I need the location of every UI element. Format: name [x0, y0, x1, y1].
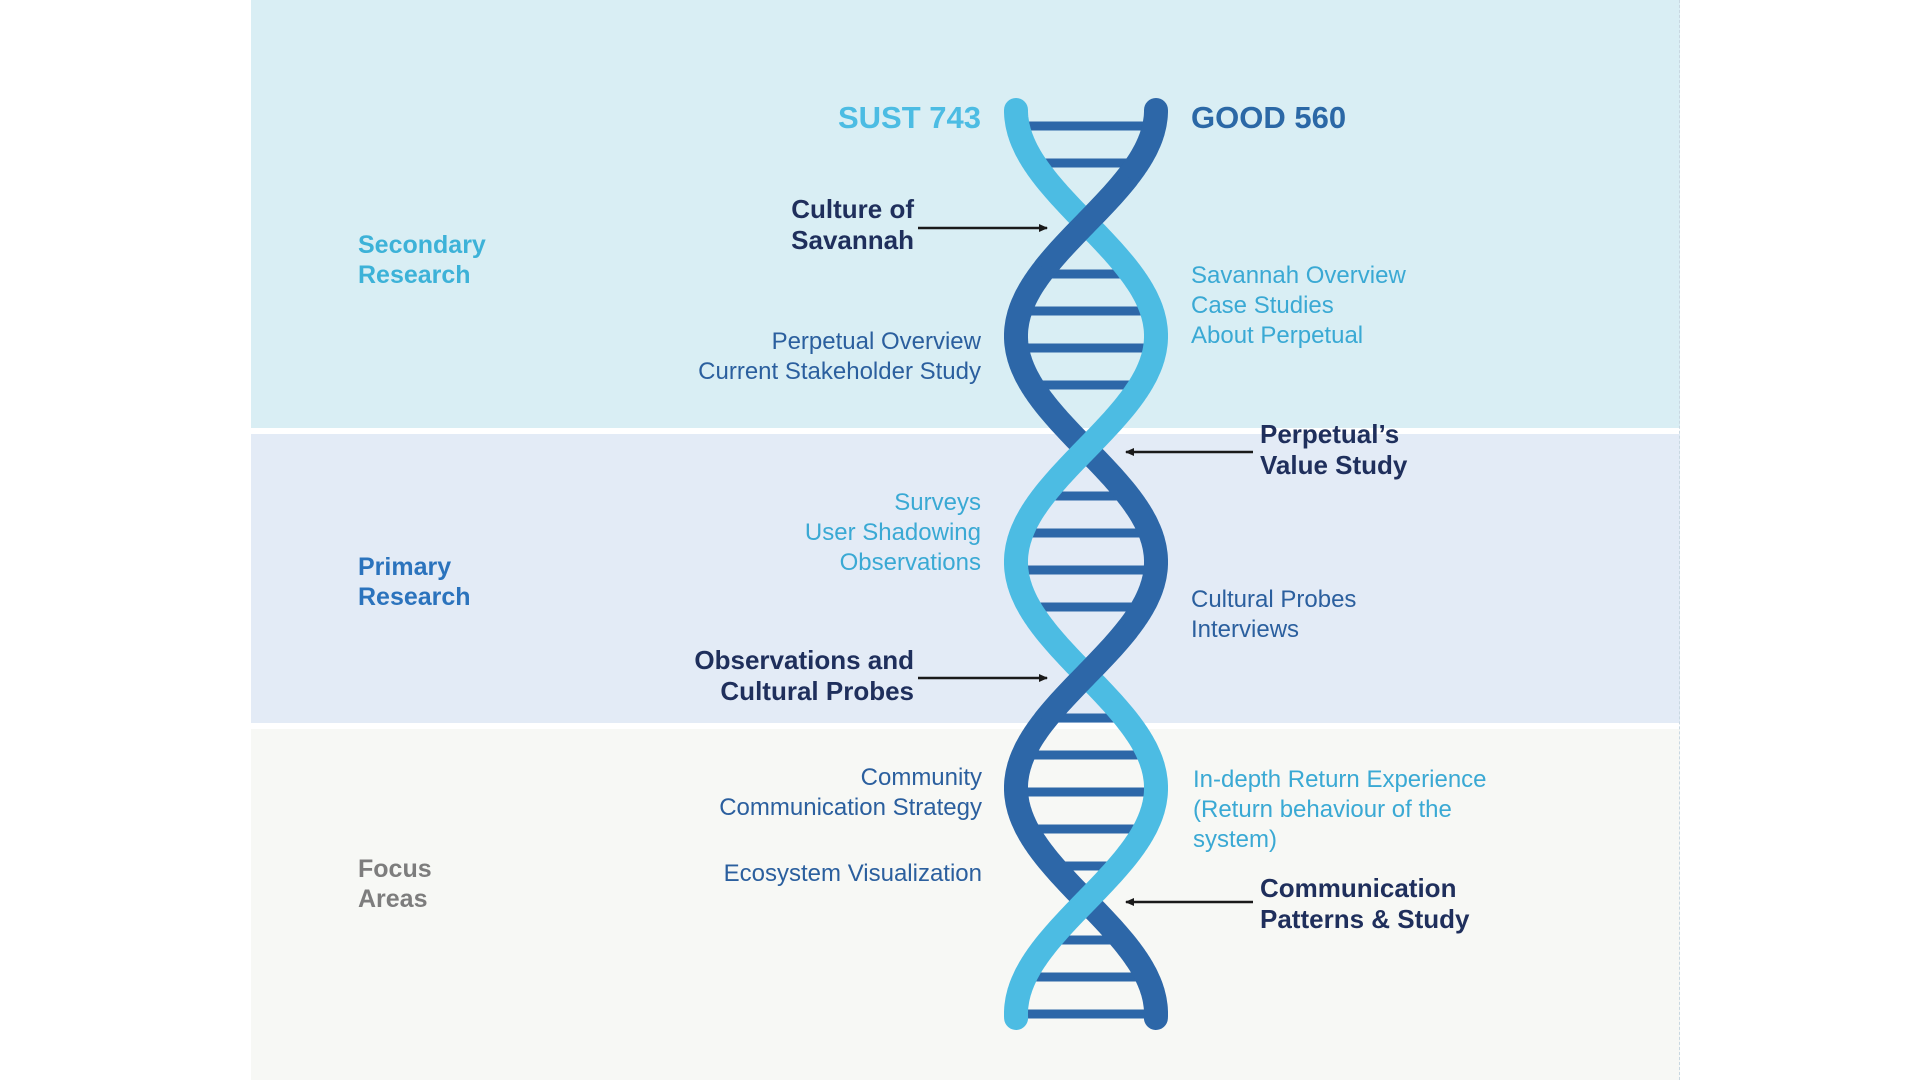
dna-rungs — [1026, 121, 1146, 1019]
dna-strand-light — [1004, 98, 1168, 1030]
focus-areas-band — [251, 729, 1680, 1080]
course-title-good-560: GOOD 560 — [1191, 100, 1347, 135]
secondary-research-band — [251, 0, 1680, 428]
right-divider-line — [1679, 0, 1680, 1080]
dna-strand-dark-back — [1004, 98, 1168, 1030]
course-title-sust-743: SUST 743 — [837, 100, 981, 135]
list-left-focus-ecosystem: Ecosystem Visualization — [723, 860, 982, 887]
primary-research-band — [251, 434, 1680, 723]
list-right-focus-areas: In-depth Return Experience(Return behavi… — [1193, 766, 1487, 853]
dna-strand-dark-front — [1034, 169, 1138, 729]
